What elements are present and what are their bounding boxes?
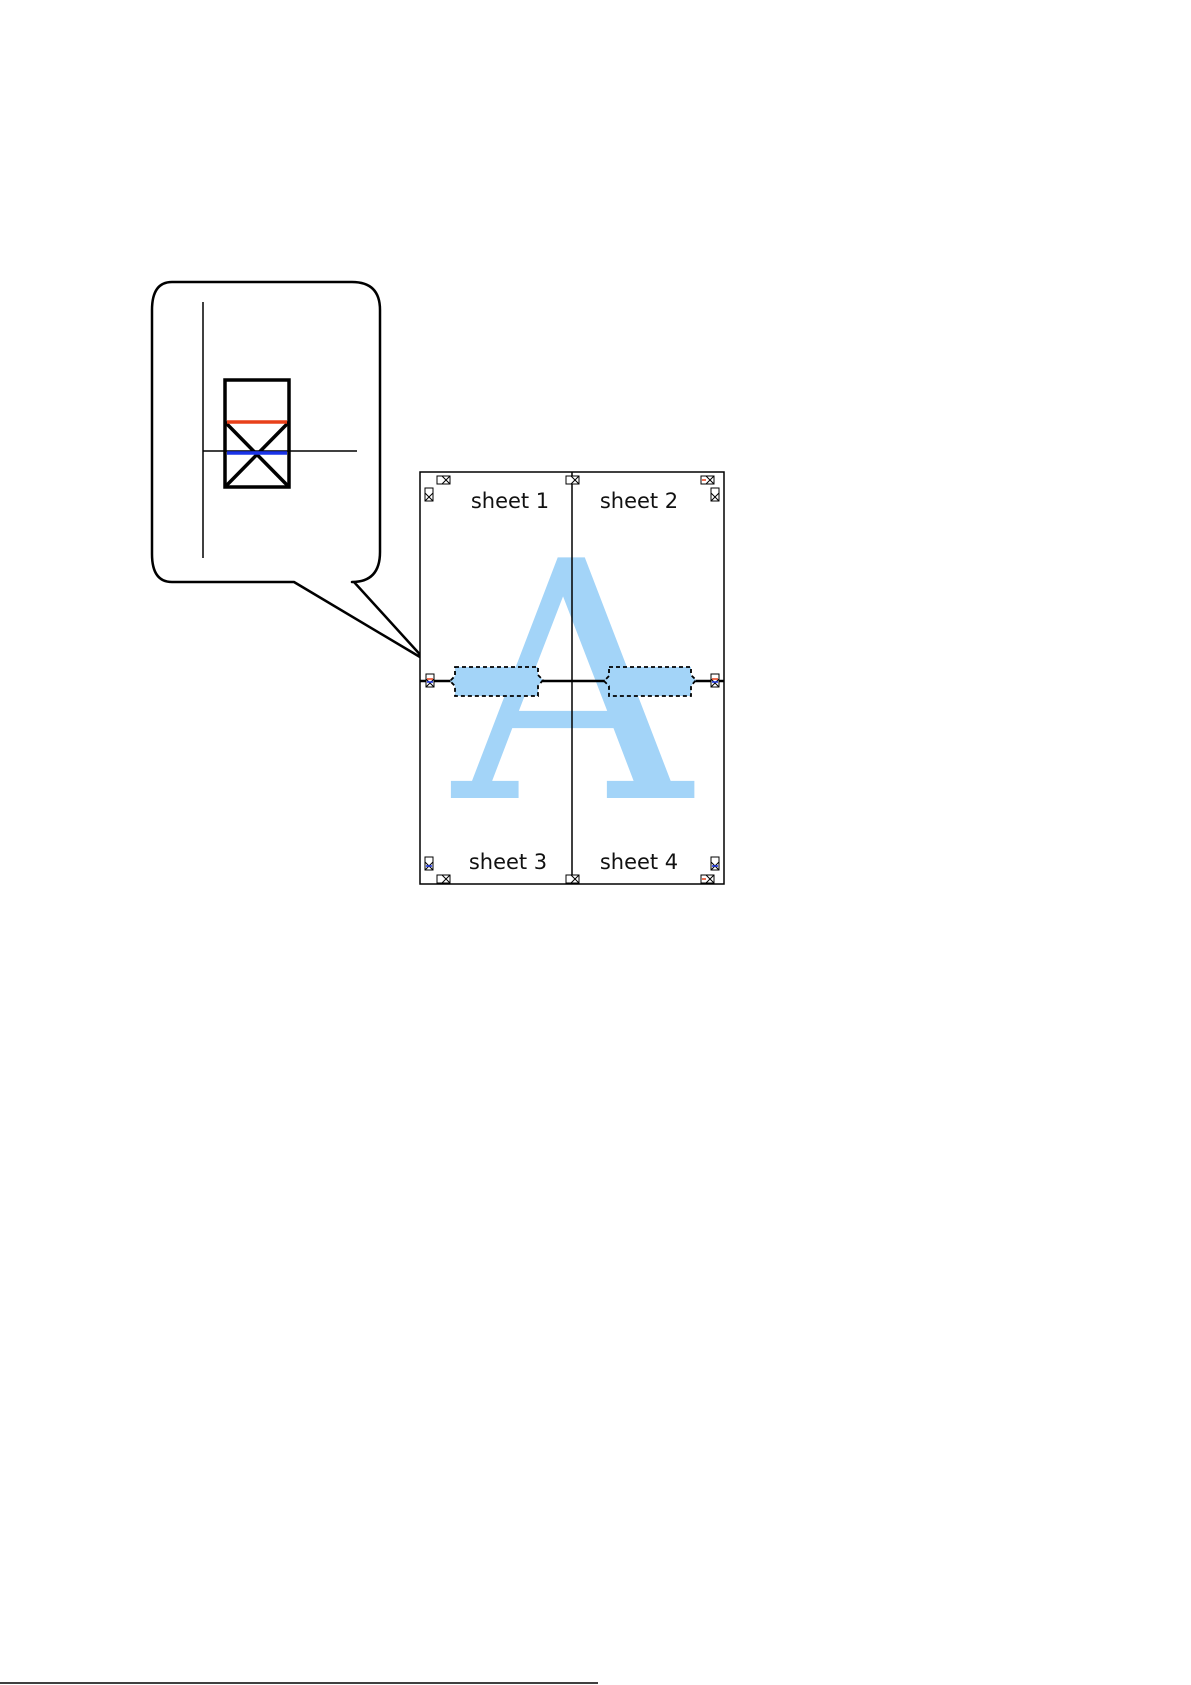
crop-mark-icon xyxy=(437,875,450,883)
sheet-3-label: sheet 3 xyxy=(469,850,547,874)
sheet-1-label: sheet 1 xyxy=(471,489,549,513)
crop-mark-icon xyxy=(437,476,450,484)
crop-mark-icon xyxy=(425,857,433,870)
crop-mark-icon xyxy=(426,674,434,687)
crop-mark-icon xyxy=(566,476,579,484)
glue-area-right xyxy=(604,667,696,696)
crop-mark-icon xyxy=(425,488,433,501)
sheet-4-label: sheet 4 xyxy=(600,850,678,874)
poster: A sheet 1 sheet 2 sheet 3 sheet 4 xyxy=(420,472,724,884)
crop-mark-icon xyxy=(711,488,719,501)
glue-area-left xyxy=(450,667,543,696)
crop-mark-icon xyxy=(701,875,714,883)
crop-mark-icon xyxy=(566,875,579,883)
crop-mark-icon xyxy=(711,674,719,687)
sheet-2-label: sheet 2 xyxy=(600,489,678,513)
crop-mark-icon xyxy=(711,857,719,870)
zoom-callout xyxy=(152,282,425,660)
crop-mark-icon xyxy=(701,476,714,484)
